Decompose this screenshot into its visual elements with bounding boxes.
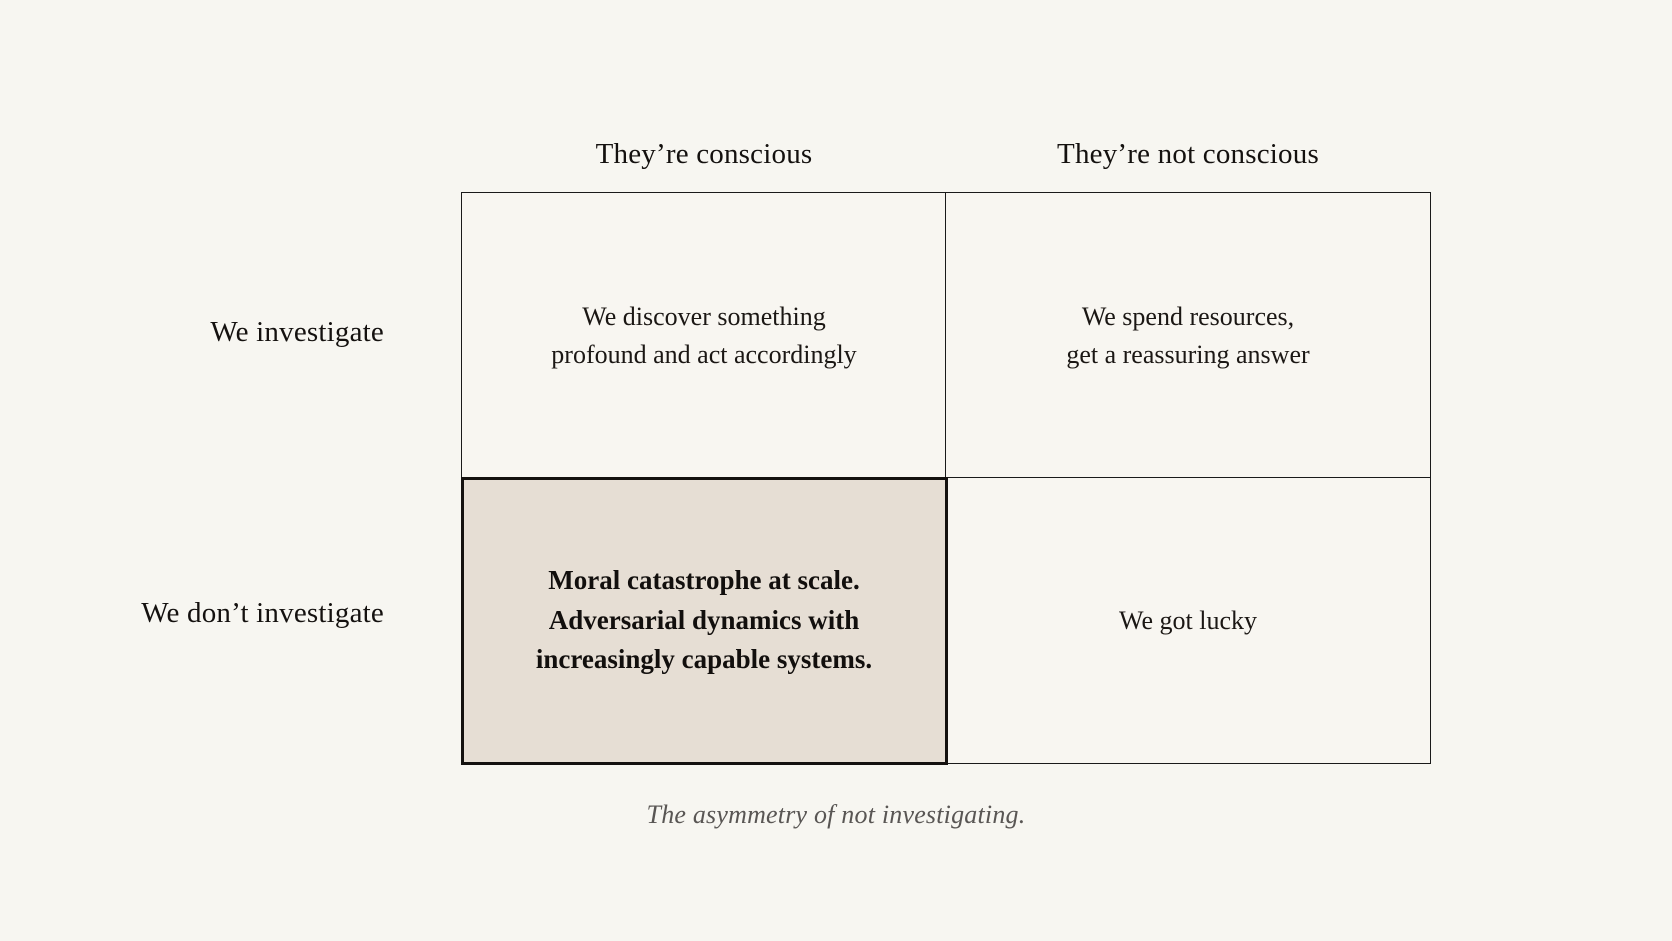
- cell-dont-investigate-conscious: Moral catastrophe at scale. Adversarial …: [460, 476, 948, 765]
- matrix-cells: We discover something profound and act a…: [460, 192, 1431, 765]
- row-label-we-investigate: We investigate: [210, 316, 384, 348]
- cell-text: Moral catastrophe at scale. Adversarial …: [535, 564, 873, 675]
- cell-investigate-not-conscious: We spend resources, get a reassuring ans…: [945, 192, 1431, 479]
- column-header-theyre-not-conscious: They’re not conscious: [1057, 138, 1319, 170]
- cell-dont-investigate-not-conscious: We got lucky: [945, 477, 1431, 764]
- column-header-row: They’re conscious They’re not conscious: [462, 128, 1430, 180]
- matrix-grid: We discover something profound and act a…: [460, 192, 1431, 765]
- cell-investigate-conscious: We discover something profound and act a…: [461, 192, 947, 479]
- cell-text: We spend resources, get a reassuring ans…: [1066, 301, 1310, 369]
- cell-text: We discover something profound and act a…: [551, 301, 857, 369]
- figure-caption: The asymmetry of not investigating.: [646, 800, 1026, 829]
- column-header-theyre-conscious: They’re conscious: [595, 138, 813, 170]
- row-label-we-dont-investigate: We don’t investigate: [141, 597, 384, 629]
- cell-text: We got lucky: [1119, 605, 1257, 635]
